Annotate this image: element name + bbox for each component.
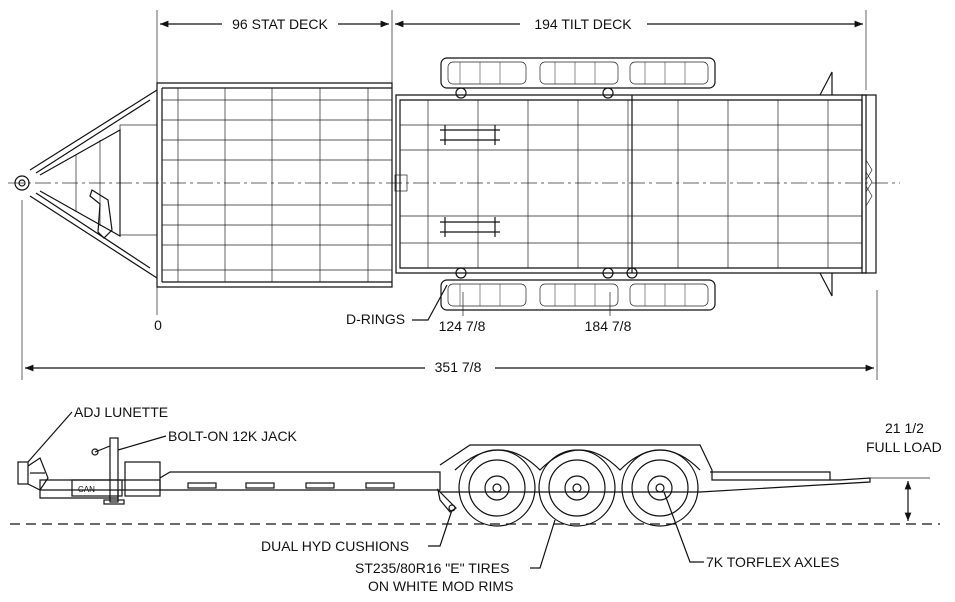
side-view: CAN (10, 404, 942, 594)
side-frame: CAN (39, 444, 871, 499)
axle-184-label: 184 7/8 (585, 318, 632, 334)
svg-text:CAN: CAN (78, 485, 95, 494)
jack-label: BOLT-ON 12K JACK (168, 428, 298, 444)
tongue-a-frame (14, 89, 158, 279)
tires-label-line-2: ON WHITE MOD RIMS (368, 578, 513, 594)
wheel-2 (538, 449, 616, 527)
stationary-deck (156, 82, 408, 288)
deck-height-note: FULL LOAD (866, 439, 942, 455)
overall-length-dimension: 351 7/8 (435, 359, 482, 375)
cushions-label: DUAL HYD CUSHIONS (261, 538, 409, 554)
zero-reference-label: 0 (154, 317, 162, 333)
axle-124-label: 124 7/8 (439, 318, 486, 334)
lunette (17, 457, 49, 491)
top-view-tires (440, 57, 716, 311)
tilt-deck (395, 71, 877, 297)
axles-label: 7K TORFLEX AXLES (706, 554, 839, 570)
hydraulic-cushions (437, 488, 457, 513)
tilt-deck-dimension: 194 TILT DECK (534, 16, 632, 32)
adj-lunette-label: ADJ LUNETTE (74, 404, 168, 420)
deck-height-value: 21 1/2 (885, 420, 924, 436)
stat-deck-dimension: 96 STAT DECK (232, 16, 328, 32)
top-view: 96 STAT DECK 194 TILT DECK 351 7/8 0 124… (8, 10, 900, 380)
tires-label-line-1: ST235/80R16 "E" TIRES (355, 560, 509, 576)
jack (91, 437, 125, 505)
wheel-1 (458, 449, 536, 527)
wheel-3 (621, 449, 699, 527)
d-rings-label: D-RINGS (346, 311, 405, 327)
